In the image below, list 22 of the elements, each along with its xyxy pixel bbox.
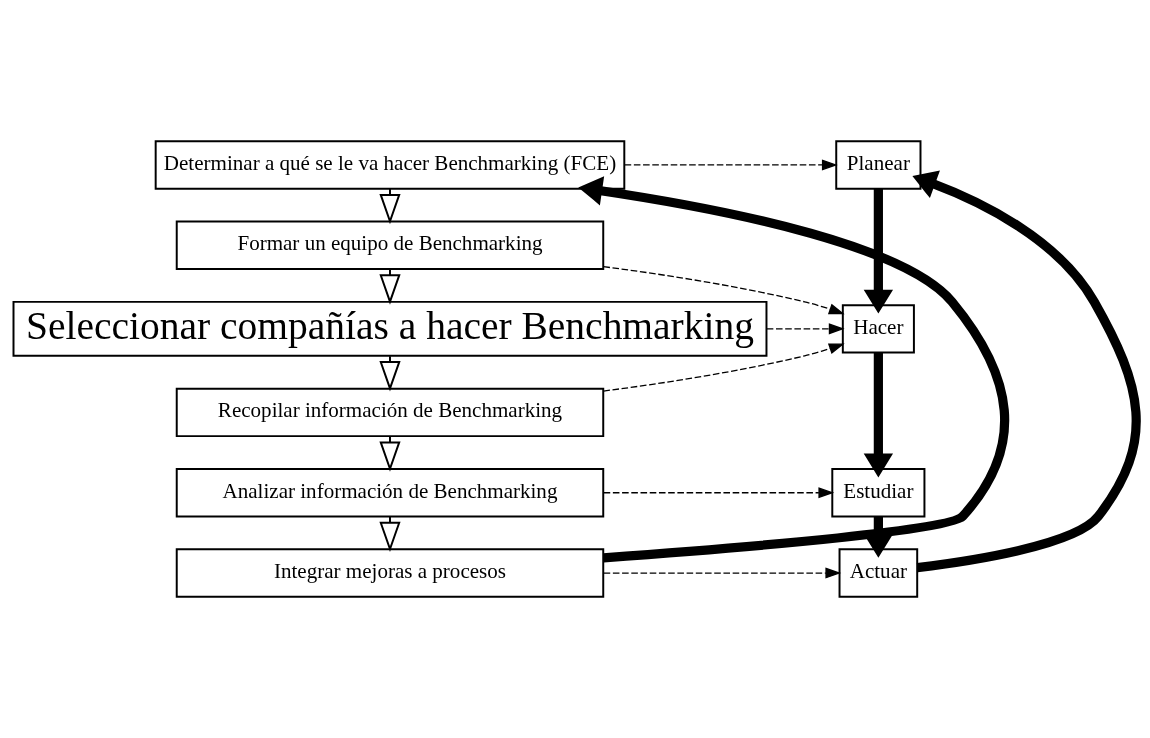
arrow xyxy=(602,266,845,315)
node-box: Actuar xyxy=(838,548,919,598)
node-box: Recopilar información de Benchmarking xyxy=(175,387,605,438)
node-box: Analizar información de Benchmarking xyxy=(175,468,605,518)
node-box: Planear xyxy=(835,140,922,190)
node-box: Hacer xyxy=(841,304,915,354)
node-box: Estudiar xyxy=(831,468,926,518)
node-box: Formar un equipo de Benchmarking xyxy=(175,220,605,270)
arrow xyxy=(603,487,835,499)
arrow xyxy=(863,188,894,314)
arrow xyxy=(379,355,401,392)
arrow xyxy=(602,343,845,392)
arrow xyxy=(623,159,838,171)
arrow xyxy=(912,170,1141,573)
arrow xyxy=(603,567,842,579)
node-box: Seleccionar compañías a hacer Benchmarking xyxy=(12,300,768,357)
node-box: Determinar a qué se le va hacer Benchmarking (FCE) xyxy=(154,140,626,190)
node-box: Integrar mejoras a procesos xyxy=(175,548,605,598)
arrow xyxy=(766,323,845,335)
arrow xyxy=(863,352,894,478)
arrow xyxy=(578,176,1009,563)
arrow xyxy=(863,516,894,558)
